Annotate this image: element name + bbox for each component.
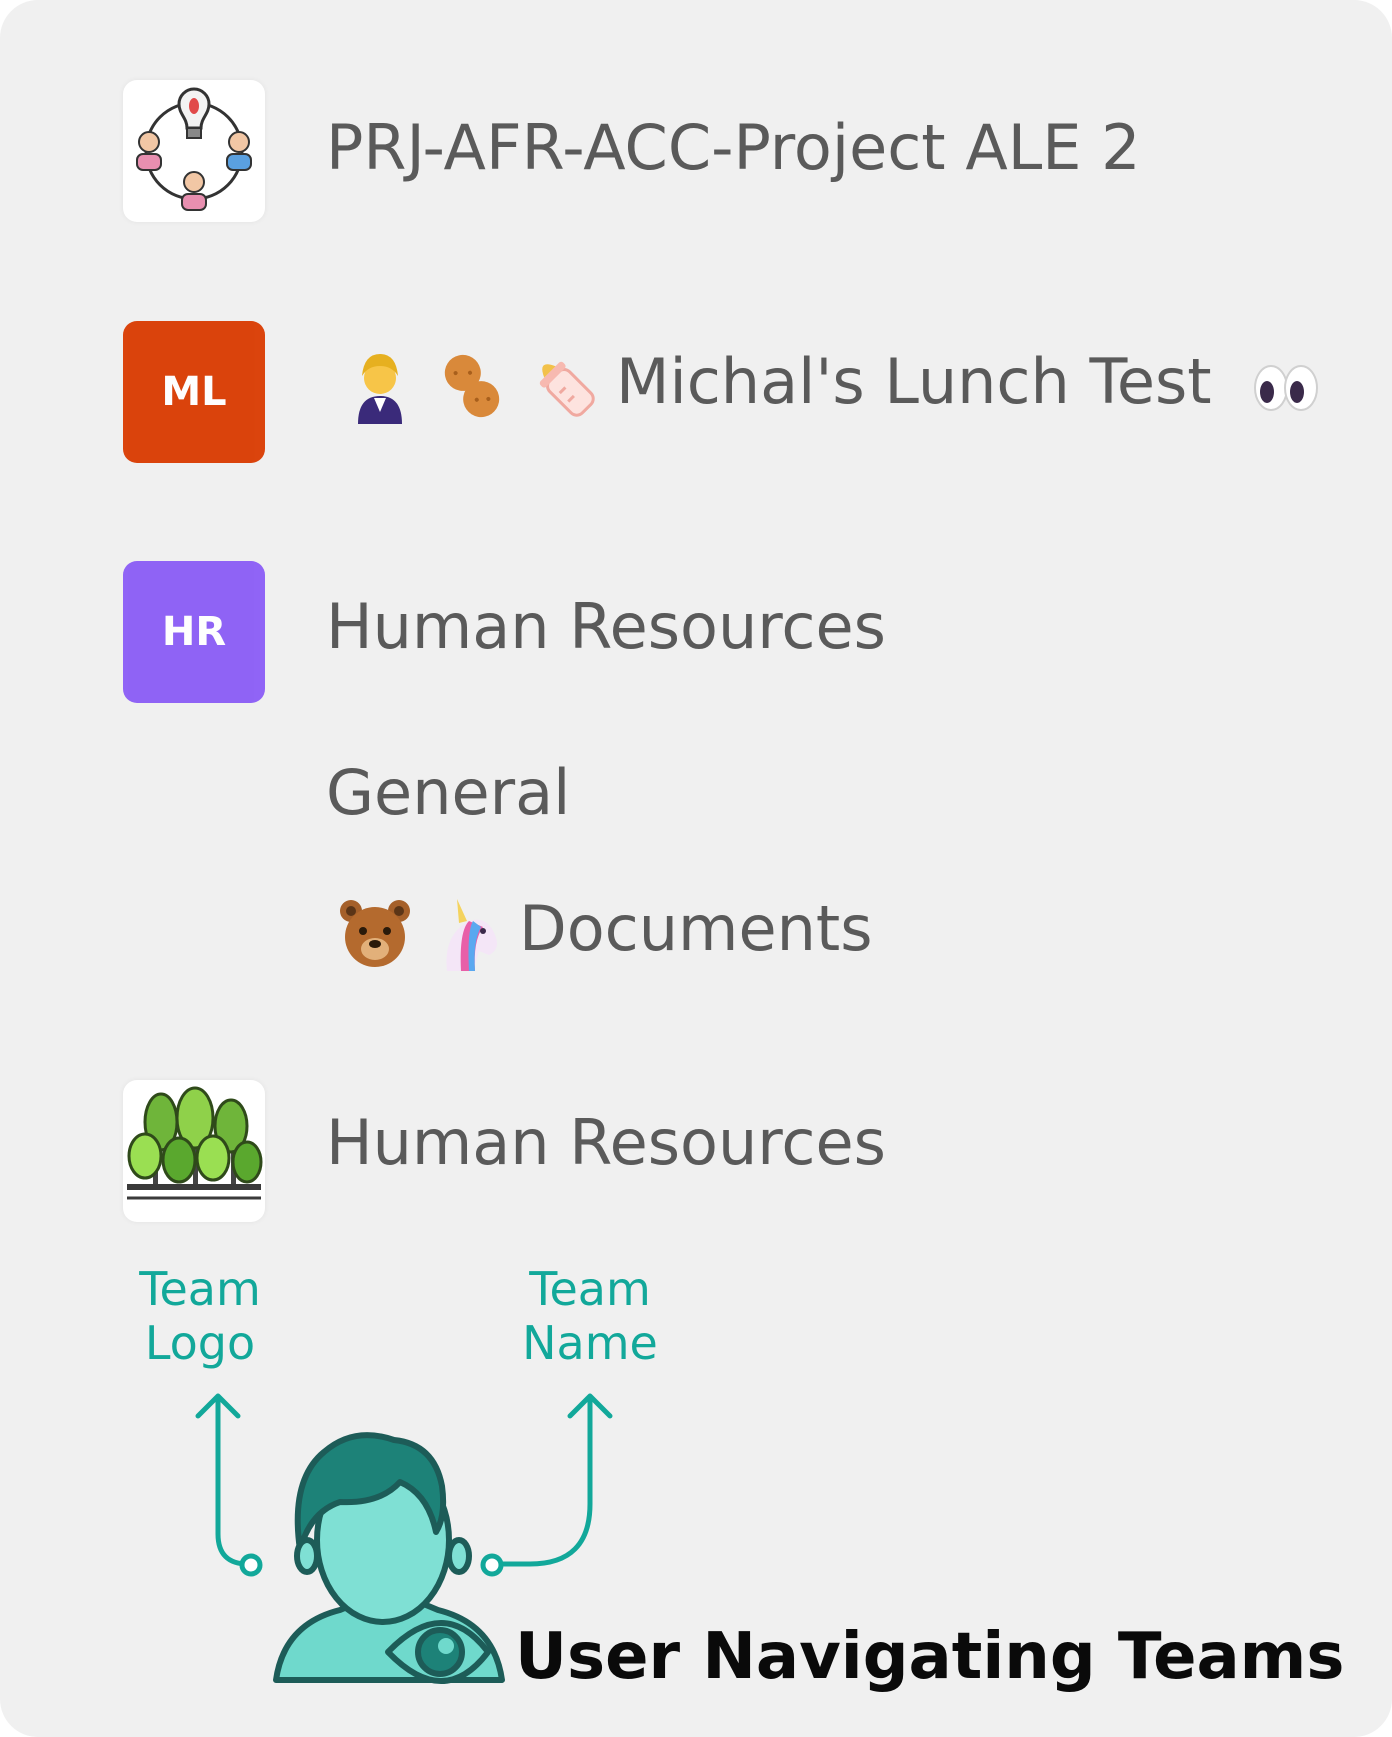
team-logo-annotation: Team Logo xyxy=(120,1262,280,1370)
forest-trees-icon xyxy=(127,1086,263,1200)
arrow-head xyxy=(195,1393,241,1419)
woman-judge-emoji xyxy=(340,346,420,426)
team-name-row[interactable]: Michal's Lunch Test xyxy=(340,346,1337,426)
team-logo-arrow xyxy=(215,1395,255,1567)
idea-people-network-icon xyxy=(136,87,252,211)
arrow-head xyxy=(567,1393,613,1419)
annotation-line: Team xyxy=(529,1262,651,1316)
team-name[interactable]: PRJ-AFR-ACC-Project ALE 2 xyxy=(326,111,1141,184)
team-name[interactable]: Human Resources xyxy=(326,1106,886,1179)
team-name[interactable]: Human Resources xyxy=(326,590,886,663)
eyes-emoji xyxy=(1245,346,1325,426)
caption: User Navigating Teams xyxy=(515,1620,1345,1694)
team-name-annotation: Team Name xyxy=(510,1262,670,1370)
team-logo[interactable] xyxy=(123,80,265,222)
arrow-anchor xyxy=(239,1553,263,1577)
peanut-emoji xyxy=(432,346,512,426)
annotation-line: Name xyxy=(522,1316,658,1370)
annotation-line: Team xyxy=(139,1262,261,1316)
arrow-anchor xyxy=(480,1553,504,1577)
team-name: Michal's Lunch Test xyxy=(616,345,1212,419)
team-name-arrow xyxy=(499,1395,593,1567)
annotation-line: Logo xyxy=(144,1316,256,1370)
channel-name: Documents xyxy=(519,892,873,966)
team-initials: HR xyxy=(161,609,227,655)
channel-general[interactable]: General xyxy=(326,756,571,829)
team-logo[interactable]: ML xyxy=(123,321,265,463)
team-logo[interactable]: HR xyxy=(123,561,265,703)
team-logo[interactable] xyxy=(123,1080,265,1222)
bear-face-emoji xyxy=(335,893,415,973)
team-initials: ML xyxy=(161,369,227,415)
unicorn-emoji xyxy=(427,893,507,973)
baby-bottle-emoji xyxy=(524,346,604,426)
user-with-eye-icon xyxy=(273,1432,505,1684)
channel-documents[interactable]: Documents xyxy=(335,893,873,973)
